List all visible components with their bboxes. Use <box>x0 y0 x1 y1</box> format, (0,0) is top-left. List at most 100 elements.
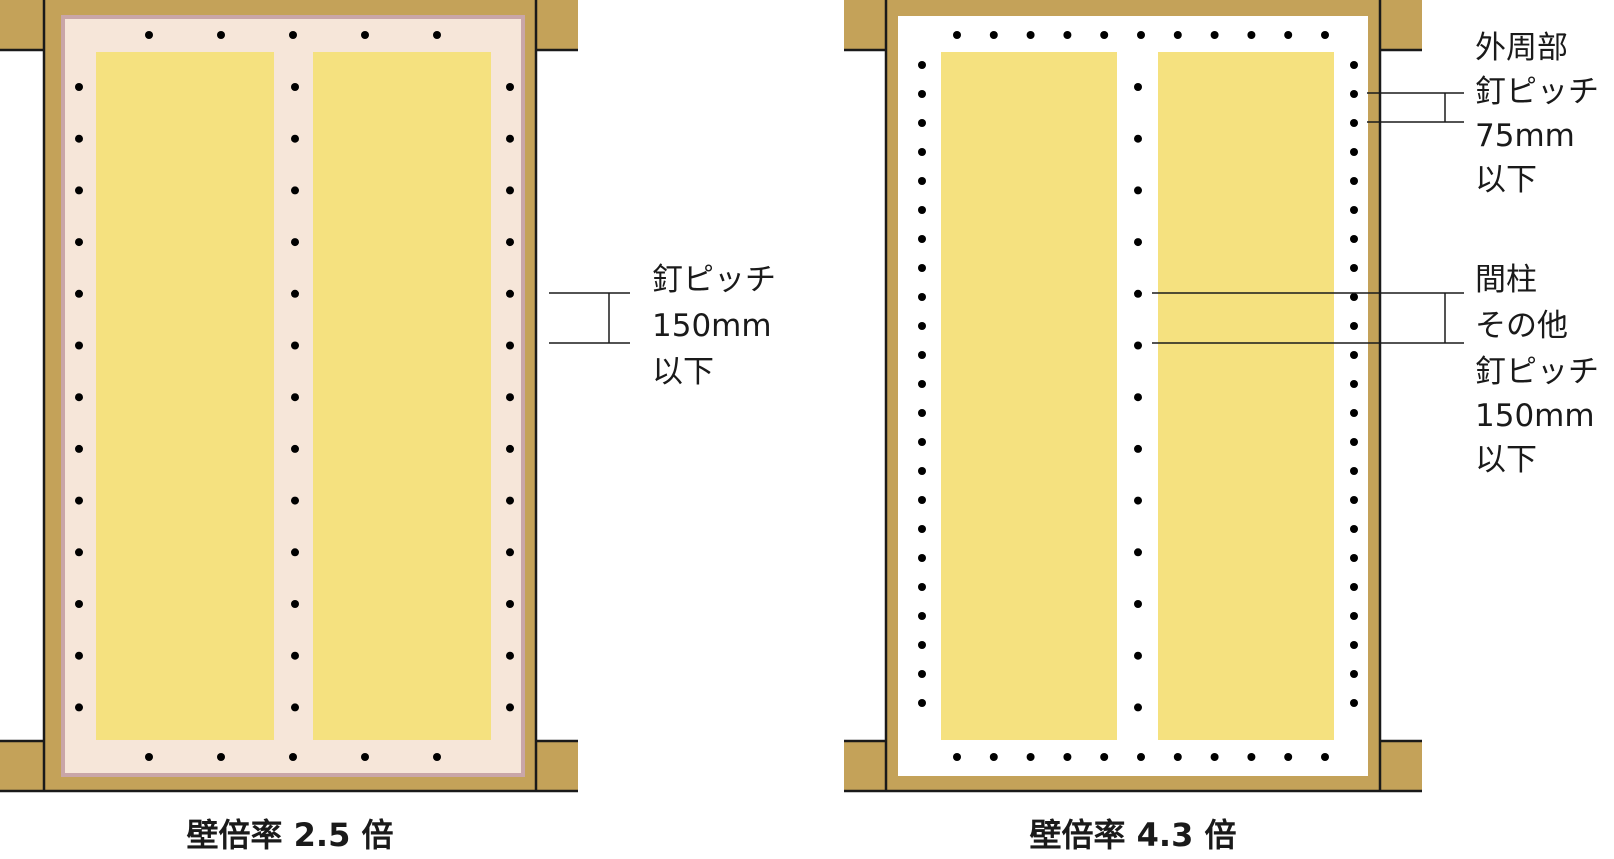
left-wall-nail-column <box>291 186 299 195</box>
right-wall-nail-center-stud <box>1134 600 1142 608</box>
left-wall-nail-column <box>75 186 83 195</box>
left-wall-nail-column <box>506 238 514 247</box>
right-wall-perimeter-bracket <box>1367 92 1464 123</box>
left-wall-nail-top <box>433 31 441 39</box>
left-wall-nail-top <box>145 31 153 39</box>
left-wall-stud-bay-left <box>96 52 274 740</box>
left-wall-nail-column <box>506 444 514 453</box>
left-wall-nail-column <box>506 341 514 350</box>
right-wall-nail-center-stud <box>1134 238 1142 247</box>
left-wall-stud-bay-right <box>313 52 491 740</box>
right-wall-nail-left-edge <box>918 148 926 156</box>
right-wall-nail-left-edge <box>918 206 926 214</box>
right-wall-nail-right-edge <box>1350 206 1358 214</box>
left-wall-nail-column <box>75 444 83 453</box>
right-wall-nail-top <box>989 31 998 39</box>
left-wall-nail-column <box>75 83 83 91</box>
left-wall-nail-column <box>506 393 514 402</box>
right-wall-nail-left-edge <box>918 496 926 504</box>
right-wall-nail-right-edge <box>1350 293 1358 301</box>
right-wall-nail-right-edge <box>1350 496 1358 504</box>
right-wall-nail-top <box>953 31 961 39</box>
right-wall-perimeter-line-1: 外周部 <box>1475 30 1568 66</box>
right-wall-nail-center-stud <box>1134 83 1142 91</box>
left-wall-nail-column <box>75 341 83 350</box>
left-wall-nail-column <box>291 238 299 247</box>
right-wall-nail-left-edge <box>918 293 926 301</box>
left-wall-callout-line-2: 150mm <box>652 308 772 344</box>
left-wall-nail-column <box>506 548 514 557</box>
right-wall-nail-right-edge <box>1350 409 1358 417</box>
left-wall-nail-column <box>291 289 299 298</box>
right-wall-intermediate-line-5: 以下 <box>1475 442 1537 478</box>
left-wall-nail-column <box>506 289 514 298</box>
right-wall-nail-left-edge <box>918 438 926 446</box>
right-wall-intermediate-bracket <box>1152 292 1464 344</box>
right-wall-nail-bottom <box>1063 753 1072 761</box>
left-wall-nail-column <box>291 341 299 350</box>
left-wall-nail-column <box>291 393 299 402</box>
left-wall-bottom-left-beam <box>0 741 44 791</box>
right-wall-nail-right-edge <box>1350 670 1358 678</box>
right-wall-nail-top <box>1321 31 1329 39</box>
left-wall-nail-top <box>289 31 297 39</box>
right-wall-nail-left-edge <box>918 525 926 533</box>
left-wall-nail-column <box>506 703 514 712</box>
left-wall-nail-bottom <box>433 753 441 761</box>
right-wall: 外周部 釘ピッチ 75mm 以下 間柱 その他 釘ピッチ 150mm 以下 壁倍… <box>844 0 1599 854</box>
right-wall-nail-right-edge <box>1350 235 1358 243</box>
right-wall-nail-center-stud <box>1134 444 1142 453</box>
right-wall-perimeter-line-4: 以下 <box>1475 162 1537 198</box>
left-wall-nail-bottom <box>217 753 225 761</box>
right-wall-nail-bottom <box>953 753 961 761</box>
right-wall-nail-top <box>1100 31 1109 39</box>
right-wall-intermediate-line-4: 150mm <box>1475 398 1595 434</box>
right-wall-nail-left-edge <box>918 322 926 330</box>
right-wall-nail-top <box>1247 31 1256 39</box>
right-wall-nail-center-stud <box>1134 341 1142 350</box>
right-wall-nail-left-edge <box>918 670 926 678</box>
right-wall-nail-center-stud <box>1134 289 1142 298</box>
left-wall-nail-top <box>361 31 369 39</box>
right-wall-nail-left-edge <box>918 351 926 359</box>
right-wall-bottom-right-beam <box>1380 741 1422 791</box>
left-wall-nail-column <box>75 600 83 608</box>
left-wall-nail-column <box>75 703 83 712</box>
right-wall-nail-right-edge <box>1350 380 1358 388</box>
right-wall-nail-center-stud <box>1134 134 1142 143</box>
left-wall-nail-column <box>75 548 83 557</box>
left-wall-nail-top <box>217 31 225 39</box>
right-wall-nail-right-edge <box>1350 61 1358 69</box>
right-wall-nail-right-edge <box>1350 583 1358 591</box>
right-wall-nail-top <box>1173 31 1182 39</box>
right-wall-intermediate-line-1: 間柱 <box>1475 262 1537 298</box>
right-wall-nail-right-edge <box>1350 119 1358 127</box>
right-wall-nail-left-edge <box>918 583 926 591</box>
left-wall-nail-column <box>506 496 514 505</box>
left-wall-nail-column <box>291 496 299 505</box>
right-wall-nail-right-edge <box>1350 264 1358 272</box>
left-wall-nail-column <box>75 134 83 143</box>
left-wall-nail-column <box>291 600 299 608</box>
left-wall-nail-column <box>506 651 514 660</box>
left-wall-nail-bottom <box>289 753 297 761</box>
left-wall-nail-bottom <box>361 753 369 761</box>
right-wall-nail-left-edge <box>918 264 926 272</box>
right-wall-nail-bottom <box>1100 753 1109 761</box>
right-wall-nail-right-edge <box>1350 322 1358 330</box>
right-wall-intermediate-line-2: その他 <box>1475 308 1568 344</box>
left-wall-top-right-beam <box>536 0 578 50</box>
right-wall-nail-right-edge <box>1350 699 1358 707</box>
left-wall-pitch-bracket <box>549 292 630 344</box>
right-wall-nail-right-edge <box>1350 351 1358 359</box>
left-wall-nail-column <box>75 496 83 505</box>
right-wall-nail-bottom <box>1210 753 1219 761</box>
left-wall-nail-column <box>291 83 299 91</box>
right-wall-nail-left-edge <box>918 612 926 620</box>
left-wall-callout-line-3: 以下 <box>652 354 714 390</box>
right-wall-nail-bottom <box>1173 753 1182 761</box>
right-wall-nail-bottom <box>1247 753 1256 761</box>
right-wall-nail-bottom <box>1137 753 1145 761</box>
right-wall-nail-center-stud <box>1134 496 1142 505</box>
right-wall-nail-right-edge <box>1350 612 1358 620</box>
